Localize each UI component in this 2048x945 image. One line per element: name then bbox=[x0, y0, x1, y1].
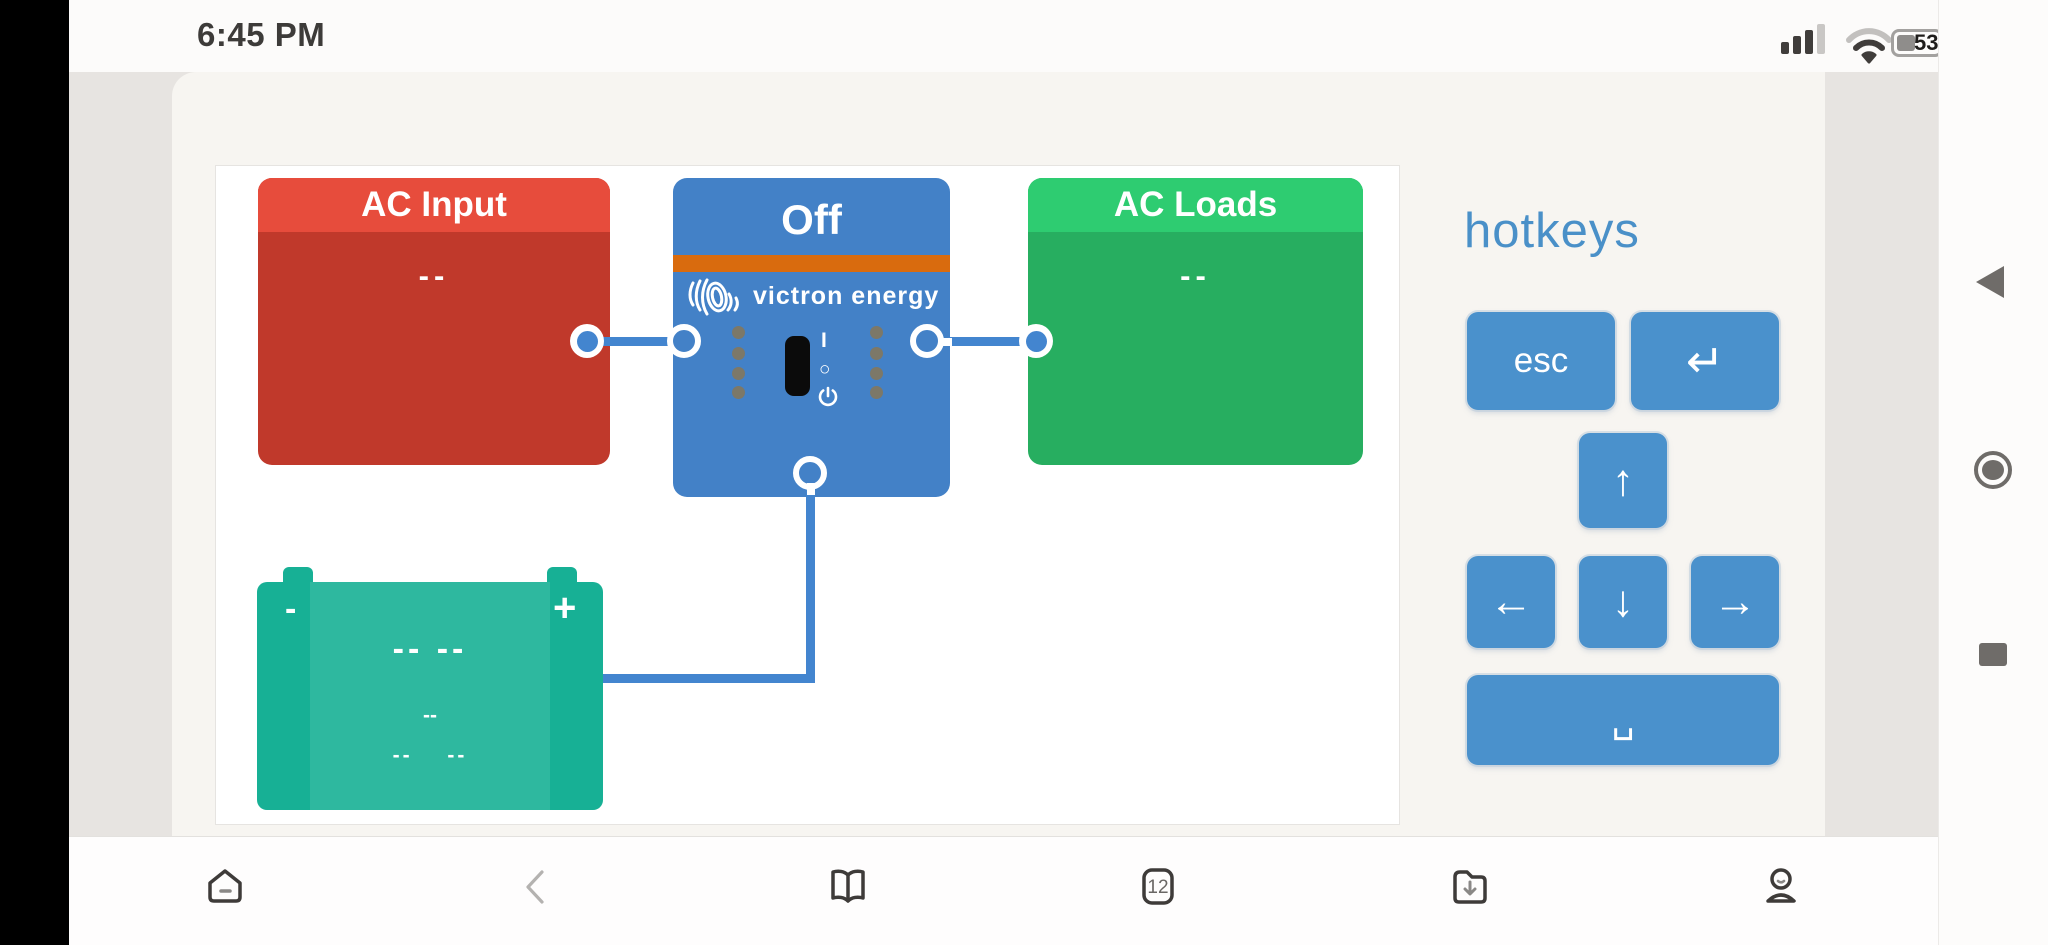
ac-loads-connector-dot[interactable] bbox=[1019, 324, 1053, 358]
home-button[interactable] bbox=[197, 858, 253, 914]
switch-on-label: I bbox=[821, 329, 827, 352]
ac-loads-title: AC Loads bbox=[1028, 178, 1363, 232]
ac-loads-value: -- bbox=[1180, 258, 1211, 293]
chevron-left-icon bbox=[526, 870, 544, 904]
arrow-right-key[interactable]: → bbox=[1691, 556, 1779, 648]
led-indicator bbox=[732, 386, 745, 399]
battery-plus-sign: + bbox=[553, 586, 577, 630]
ac-input-connector-dot[interactable] bbox=[570, 324, 604, 358]
led-indicator bbox=[870, 386, 883, 399]
inverter-bottom-port[interactable] bbox=[793, 456, 827, 490]
ac-input-title: AC Input bbox=[258, 178, 610, 232]
battery-icon: 53 bbox=[1891, 29, 1943, 57]
inverter-state: Off bbox=[781, 196, 842, 243]
download-folder-icon bbox=[1453, 870, 1487, 904]
inverter-right-port[interactable] bbox=[910, 324, 944, 358]
led-indicator bbox=[870, 326, 883, 339]
battery-percent: 53 bbox=[1914, 30, 1939, 55]
inverter-node[interactable]: Off victron energy I ○ bbox=[673, 178, 950, 497]
hotkeys-title: hotkeys bbox=[1464, 204, 1640, 258]
led-indicator bbox=[732, 367, 745, 380]
wire-inverter-battery-vertical bbox=[806, 489, 815, 683]
arrow-left-key[interactable]: ← bbox=[1467, 556, 1555, 648]
led-indicator bbox=[870, 367, 883, 380]
arrow-down-key[interactable]: ↓ bbox=[1579, 556, 1667, 648]
android-back-button[interactable] bbox=[1976, 266, 2004, 298]
wire-inverter-battery-horizontal bbox=[585, 674, 815, 683]
manual-button[interactable] bbox=[820, 858, 876, 914]
battery-node[interactable]: - + -- -- -- -- -- bbox=[257, 582, 603, 810]
ac-loads-node[interactable]: AC Loads -- bbox=[1028, 178, 1363, 465]
inverter-orange-stripe bbox=[673, 255, 950, 272]
ac-input-node[interactable]: AC Input -- bbox=[258, 178, 610, 465]
svg-text:12: 12 bbox=[1147, 877, 1168, 898]
led-indicator bbox=[732, 347, 745, 360]
battery-terminal-negative bbox=[283, 567, 313, 585]
battery-value-mid: -- bbox=[423, 704, 437, 727]
battery-center-panel bbox=[310, 582, 550, 810]
profile-button[interactable] bbox=[1753, 858, 1809, 914]
arrow-up-key[interactable]: ↑ bbox=[1579, 433, 1667, 528]
clock: 6:45 PM bbox=[197, 16, 326, 53]
inverter-left-port[interactable] bbox=[667, 324, 701, 358]
home-icon bbox=[208, 869, 242, 903]
wire-acinput-inverter bbox=[587, 337, 673, 346]
status-bar: 6:45 PM 53 bbox=[69, 0, 2048, 72]
space-key[interactable]: ␣ bbox=[1467, 675, 1779, 765]
victron-brand-text: victron energy bbox=[753, 282, 940, 310]
battery-terminal-positive bbox=[547, 567, 577, 585]
person-icon bbox=[1766, 868, 1796, 903]
victron-logo-icon bbox=[684, 276, 746, 325]
connector-stub bbox=[942, 338, 952, 346]
led-indicator bbox=[870, 347, 883, 360]
downloads-button[interactable] bbox=[1442, 858, 1498, 914]
wifi-icon bbox=[1845, 26, 1893, 69]
battery-fill bbox=[1897, 35, 1915, 51]
switch-off-label: ○ bbox=[819, 359, 831, 380]
battery-minus-sign: - bbox=[285, 590, 297, 628]
android-home-button[interactable] bbox=[1974, 451, 2012, 489]
enter-key[interactable]: ↵ bbox=[1631, 312, 1779, 410]
wire-inverter-acloads bbox=[948, 337, 1038, 346]
power-symbol-icon bbox=[817, 386, 839, 413]
battery-value-low: -- -- bbox=[392, 744, 468, 767]
page-number-icon: 12 bbox=[1142, 868, 1174, 905]
open-book-icon bbox=[831, 869, 865, 903]
cell-signal-icon bbox=[1781, 22, 1835, 54]
battery-value-main: -- -- bbox=[392, 630, 468, 668]
camera-notch-strip bbox=[0, 0, 69, 945]
esc-key[interactable]: esc bbox=[1467, 312, 1615, 410]
back-button[interactable] bbox=[508, 858, 564, 914]
page-indicator-button[interactable]: 12 bbox=[1130, 858, 1186, 914]
ac-input-value: -- bbox=[418, 258, 450, 293]
android-recents-button[interactable] bbox=[1979, 643, 2007, 666]
bottom-nav-bar bbox=[69, 836, 1938, 945]
led-indicator bbox=[732, 326, 745, 339]
power-switch[interactable] bbox=[785, 336, 810, 396]
